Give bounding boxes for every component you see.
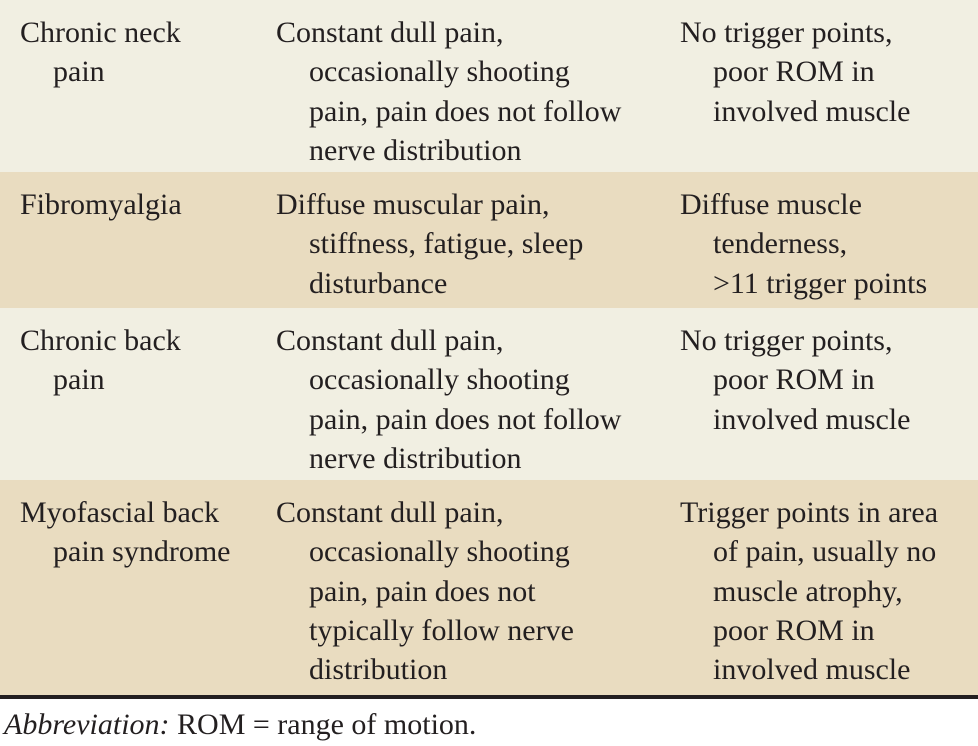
table-row: Chronic back pain Constant dull pain, occas…: [0, 308, 978, 480]
cell-line: No trigger points,: [680, 16, 893, 49]
cell-line: pain, pain does not follow: [309, 402, 622, 436]
table-bottom-rule: [0, 695, 978, 699]
table-row: Fibromyalgia Diffuse muscular pain, stiffn…: [0, 172, 978, 308]
cell-line: Myofascial back: [20, 496, 220, 529]
table-row: Chronic neck pain Constant dull pain, occas…: [0, 0, 978, 172]
cell-line: stiffness, fatigue, sleep: [309, 227, 584, 261]
cell-line: involved muscle: [713, 94, 911, 128]
cell-condition: Chronic back pain: [20, 321, 270, 400]
table-row: Myofascial back pain syndrome Constant dul…: [0, 480, 978, 695]
cell-line: Chronic back: [20, 324, 181, 357]
cell-line: pain, pain does not: [309, 574, 536, 608]
cell-line: muscle atrophy,: [713, 574, 903, 608]
cell-line: nerve distribution: [309, 133, 522, 167]
cell-line: pain: [53, 363, 105, 397]
cell-line: occasionally shooting: [309, 55, 570, 89]
cell-line: involved muscle: [713, 653, 911, 687]
cell-line: Trigger points in area: [680, 496, 939, 529]
cell-line: nerve distribution: [309, 441, 522, 475]
cell-symptoms: Constant dull pain, occasionally shooting…: [276, 493, 676, 689]
footnote-label: Abbreviation:: [4, 708, 170, 741]
cell-line: pain, pain does not follow: [309, 94, 622, 128]
cell-symptoms: Diffuse muscular pain, stiffness, fatigue…: [276, 185, 676, 303]
cell-line: poor ROM in: [713, 613, 875, 647]
cell-line: disturbance: [309, 266, 448, 300]
cell-condition: Fibromyalgia: [20, 185, 270, 224]
cell-line: Diffuse muscle: [680, 188, 862, 221]
cell-symptoms: Constant dull pain, occasionally shooting…: [276, 13, 676, 170]
cell-findings: Trigger points in area of pain, usually n…: [680, 493, 978, 689]
cell-findings: Diffuse muscle tenderness, >11 trigger poi…: [680, 185, 978, 303]
cell-line: pain syndrome: [53, 535, 231, 569]
cell-line: distribution: [309, 653, 448, 687]
cell-condition: Chronic neck pain: [20, 13, 270, 92]
cell-symptoms: Constant dull pain, occasionally shooting…: [276, 321, 676, 478]
cell-line: poor ROM in: [713, 55, 875, 89]
cell-line: tenderness,: [713, 227, 848, 261]
cell-line: Constant dull pain,: [276, 16, 504, 49]
table-footnote: Abbreviation: ROM = range of motion.: [4, 707, 476, 743]
cell-line: occasionally shooting: [309, 363, 570, 397]
cell-line: Chronic neck: [20, 16, 181, 49]
cell-line: pain: [53, 55, 105, 89]
cell-line: Fibromyalgia: [20, 188, 182, 221]
cell-line: occasionally shooting: [309, 535, 570, 569]
cell-findings: No trigger points, poor ROM in involved mu…: [680, 321, 978, 439]
cell-line: Diffuse muscular pain,: [276, 188, 550, 221]
footnote-text: ROM = range of motion.: [169, 708, 477, 741]
cell-line: No trigger points,: [680, 324, 893, 357]
cell-line: involved muscle: [713, 402, 911, 436]
cell-findings: No trigger points, poor ROM in involved mu…: [680, 13, 978, 131]
cell-line: poor ROM in: [713, 363, 875, 397]
cell-condition: Myofascial back pain syndrome: [20, 493, 270, 572]
cell-line: Constant dull pain,: [276, 496, 504, 529]
cell-line: >11 trigger points: [713, 266, 928, 300]
cell-line: typically follow nerve: [309, 613, 574, 647]
cell-line: Constant dull pain,: [276, 324, 504, 357]
cell-line: of pain, usually no: [713, 535, 937, 569]
